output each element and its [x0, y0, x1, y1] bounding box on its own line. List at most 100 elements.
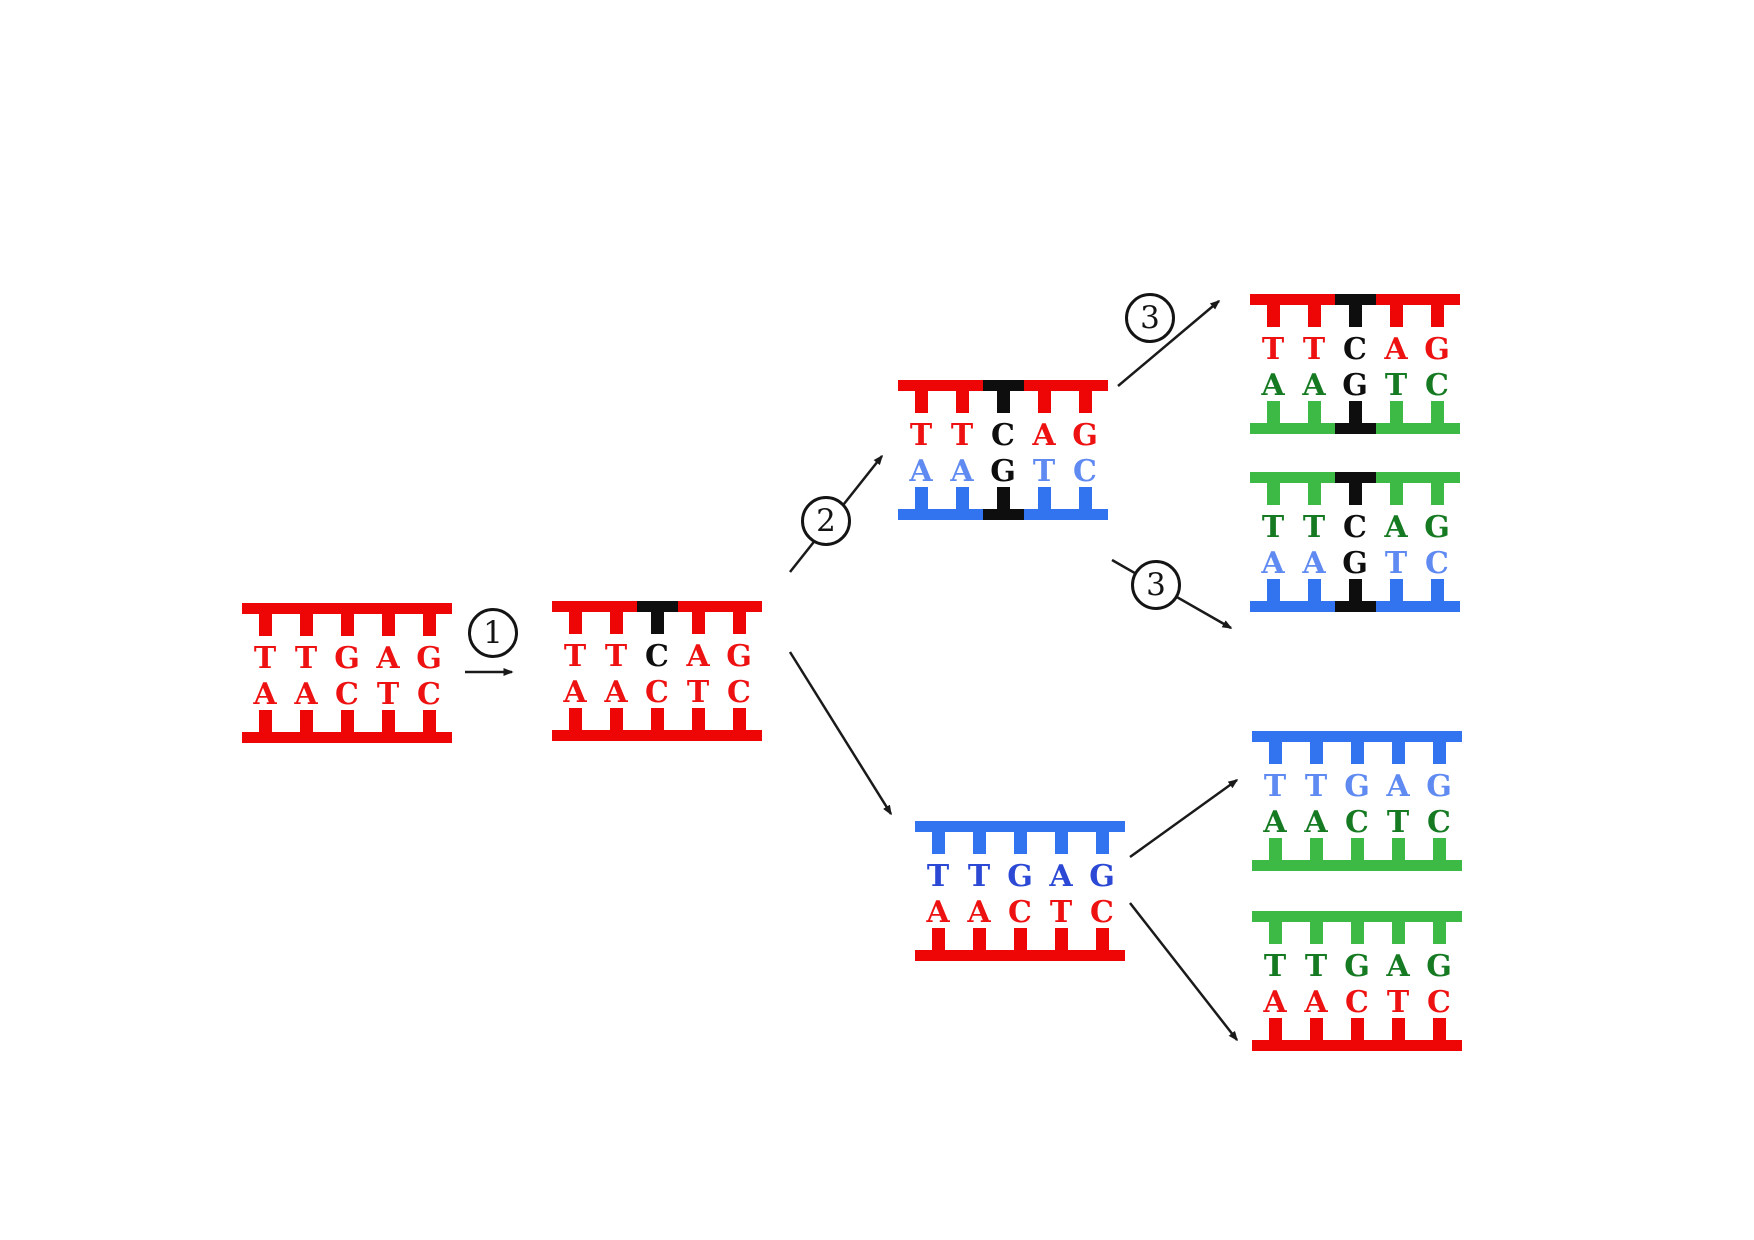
top-strand-bar [898, 380, 1108, 391]
bottom-strand-base-letter: T [1384, 368, 1408, 403]
bottom-strand-base-letter: C [1073, 454, 1097, 489]
bottom-strand-base-letter: T [1032, 454, 1056, 489]
base-pair-tick [996, 390, 1010, 413]
top-strand-base-letter: G [726, 639, 752, 674]
base-pair-tick [972, 928, 986, 951]
bottom-strand-base-letter: T [1049, 895, 1073, 930]
bottom-strand-base-letter: C [1425, 546, 1449, 581]
base-pair-tick [1309, 838, 1323, 861]
base-pair-tick [1266, 304, 1280, 327]
base-pair-tick [1078, 390, 1092, 413]
bottom-strand-base-letter: A [1302, 368, 1326, 403]
top-strand-base-letter: G [1424, 510, 1450, 545]
base-pair-tick [1013, 831, 1027, 854]
top-strand-base-letter: G [1089, 859, 1115, 894]
base-pair-tick [1268, 1018, 1282, 1041]
base-pair-tick [1307, 579, 1321, 602]
base-pair-tick [1348, 482, 1362, 505]
base-pair-tick [1309, 741, 1323, 764]
bottom-strand-base-letter: A [1304, 985, 1328, 1020]
top-strand-base-letter: G [334, 641, 360, 676]
bottom-strand-base-letter: C [1090, 895, 1114, 930]
base-pair-tick [1391, 741, 1405, 764]
base-pair-tick [1268, 741, 1282, 764]
bar-mutation-mark [1335, 294, 1376, 305]
top-strand-base-letter: G [416, 641, 442, 676]
base-pair-tick [931, 831, 945, 854]
top-strand-base-letter: T [1304, 949, 1328, 984]
top-strand-bar [1252, 731, 1462, 742]
bottom-strand-bar [898, 509, 1108, 520]
bottom-strand-base-letter: C [1008, 895, 1032, 930]
bottom-strand-base-letter: C [335, 677, 359, 712]
bottom-strand-base-letter: T [1386, 985, 1410, 1020]
base-pair-tick [972, 831, 986, 854]
top-strand-base-letter: A [376, 641, 400, 676]
base-pair-tick [1391, 921, 1405, 944]
bar-mutation-mark [637, 601, 678, 612]
bottom-strand-base-letter: T [376, 677, 400, 712]
base-pair-tick [1389, 579, 1403, 602]
bottom-strand-bar [242, 732, 452, 743]
base-pair-tick [1095, 831, 1109, 854]
base-pair-tick [931, 928, 945, 951]
base-pair-tick [1350, 741, 1364, 764]
base-pair-tick [1389, 401, 1403, 424]
bottom-strand-base-letter: A [253, 677, 277, 712]
step-3-lower-number: 3 [1146, 567, 1166, 603]
top-strand-base-letter: A [1049, 859, 1073, 894]
top-strand-base-letter: A [1386, 769, 1410, 804]
bottom-strand-bar [1252, 860, 1462, 871]
bottom-strand-base-letter: T [1384, 546, 1408, 581]
base-pair-tick [691, 611, 705, 634]
bottom-strand-base-letter: A [909, 454, 933, 489]
base-pair-tick [1266, 579, 1280, 602]
base-pair-tick [1095, 928, 1109, 951]
step-1-badge: 1 [468, 608, 518, 658]
base-pair-tick [1013, 928, 1027, 951]
bottom-strand-base-letter: A [1261, 546, 1285, 581]
base-pair-tick [650, 611, 664, 634]
bottom-strand-base-letter: A [926, 895, 950, 930]
base-pair-tick [691, 708, 705, 731]
step-2-badge: 2 [801, 496, 851, 546]
base-pair-tick [1389, 482, 1403, 505]
base-pair-tick [422, 613, 436, 636]
top-strand-base-letter: G [1007, 859, 1033, 894]
top-strand-base-letter: T [909, 418, 933, 453]
bottom-strand-bar [1252, 1040, 1462, 1051]
bottom-strand-base-letter: A [967, 895, 991, 930]
top-strand-base-letter: G [1344, 949, 1370, 984]
top-strand-base-letter: T [563, 639, 587, 674]
base-pair-tick [1054, 928, 1068, 951]
top-strand-base-letter: C [1343, 510, 1367, 545]
base-pair-tick [1350, 921, 1364, 944]
base-pair-tick [568, 708, 582, 731]
top-strand-base-letter: G [1426, 769, 1452, 804]
bottom-strand-base-letter: A [294, 677, 318, 712]
bottom-strand-bar [552, 730, 762, 741]
base-pair-tick [1350, 1018, 1364, 1041]
bottom-strand-base-letter: C [1427, 805, 1451, 840]
base-pair-tick [340, 613, 354, 636]
top-strand-base-letter: T [1261, 332, 1285, 367]
top-strand-base-letter: T [1261, 510, 1285, 545]
bar-mutation-mark [983, 380, 1024, 391]
base-pair-tick [732, 708, 746, 731]
bottom-strand-base-letter: G [990, 454, 1016, 489]
top-strand-base-letter: C [1343, 332, 1367, 367]
top-strand-bar [1250, 294, 1460, 305]
base-pair-tick [1307, 304, 1321, 327]
base-pair-tick [1432, 921, 1446, 944]
top-strand-base-letter: T [1302, 332, 1326, 367]
bottom-strand-base-letter: A [604, 675, 628, 710]
step-1-number: 1 [483, 615, 503, 651]
base-pair-tick [914, 487, 928, 510]
top-strand-bar [1250, 472, 1460, 483]
top-strand-base-letter: A [1386, 949, 1410, 984]
base-pair-tick [258, 710, 272, 733]
